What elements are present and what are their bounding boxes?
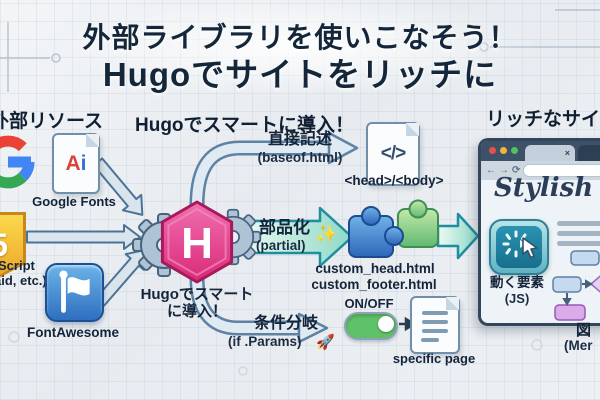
arrow-to-browser — [436, 212, 480, 260]
cursor-icon — [522, 237, 538, 259]
branch-partial-sublabel: (partial) — [256, 238, 306, 253]
pipe-conditional — [189, 277, 329, 344]
browser-window: × ← → ⟳ Stylish Fon — [478, 138, 600, 326]
result-heading: リッチなサイト — [486, 109, 600, 130]
partial-file1-label: custom_head.html — [315, 261, 435, 276]
javascript-label-line2: aid, etc.) — [0, 273, 47, 288]
js-element-icon — [489, 219, 549, 275]
fontawesome-label: FontAwesome — [26, 325, 119, 340]
page-fold — [446, 297, 459, 310]
reload-icon: ⟳ — [512, 164, 521, 176]
toggle-knob — [378, 316, 394, 332]
text-skeleton-line — [557, 231, 600, 236]
hugo-caption-line2: に導入！ — [166, 303, 227, 320]
onoff-toggle — [344, 312, 398, 340]
partial-file2-label: custom_footer.html — [311, 277, 437, 292]
hugo-logo: H — [132, 200, 262, 284]
page-fold — [406, 123, 419, 136]
puzzle-piece-blue — [348, 206, 404, 258]
page-fold — [86, 134, 99, 147]
hugo-caption-line1: Hugoでスマート — [140, 286, 254, 303]
close-dot-icon — [489, 147, 496, 154]
code-document-icon: </> — [366, 122, 420, 186]
code-glyph: </> — [380, 143, 406, 164]
font-file-letter-a: A — [65, 151, 81, 175]
left-panel-heading: 外部リソース — [0, 111, 104, 132]
branch-direct-target: <head>/<body> — [344, 173, 444, 188]
arrow-js-to-hugo — [26, 224, 141, 250]
text-skeleton-line — [557, 221, 600, 226]
hugo-hexagon — [160, 200, 234, 284]
hugo-logo-letter: H — [181, 219, 213, 268]
page-title-line1: 外部ライブラリを使いこなそう！ — [82, 22, 518, 53]
title-glow — [60, 0, 540, 98]
font-file-letter-i: i — [80, 151, 87, 175]
puzzle-piece-green — [397, 199, 439, 248]
javascript-shield-glyph: 5 — [0, 215, 23, 275]
maximize-dot-icon — [511, 147, 518, 154]
site-title-text: Stylish Fon — [494, 173, 600, 203]
branch-conditional-sublabel: (if .Params) — [228, 334, 302, 349]
address-bar — [523, 164, 600, 177]
specific-page-icon — [410, 296, 460, 354]
page-title-line2: Hugoでサイトをリッチに — [102, 56, 498, 93]
browser-titlebar: × — [481, 141, 600, 161]
google-logo-icon — [0, 135, 35, 189]
diagram-label-line2: (Mer — [564, 338, 593, 353]
toggle-label: ON/OFF — [344, 296, 394, 311]
sparkle-icon: ✨ — [315, 224, 338, 244]
forward-icon: → — [499, 164, 509, 176]
js-feature-label-line2: (JS) — [504, 291, 530, 306]
branch-conditional-label: 条件分岐 — [253, 315, 318, 332]
fontawesome-flag-icon — [45, 263, 104, 322]
hugo-section-heading: Hugoでスマートに導入！ — [135, 115, 354, 136]
javascript-label-line1: Script — [0, 258, 35, 273]
branch-direct-sublabel: (baseof.html) — [257, 150, 343, 165]
branch-partial-label: 部品化 — [259, 218, 310, 237]
tab-close-icon: × — [564, 148, 570, 158]
flowchart-diagram — [552, 250, 600, 321]
minimize-dot-icon — [500, 147, 507, 154]
specific-page-label: specific page — [392, 351, 476, 366]
browser-tab-inactive — [578, 145, 600, 161]
browser-toolbar: ← → ⟳ — [481, 161, 600, 180]
text-skeleton-line — [557, 241, 600, 246]
back-icon: ← — [486, 164, 496, 176]
js-feature-label-line1: 動く要素 — [490, 275, 544, 290]
diagram-label-line1: 図 — [576, 322, 592, 339]
branch-direct-label: 直接記述 — [267, 131, 332, 148]
browser-tab-active: × — [525, 145, 575, 161]
pipe-direct — [189, 131, 359, 206]
google-fonts-label: Google Fonts — [32, 194, 116, 209]
rocket-icon: 🚀 — [316, 334, 335, 351]
